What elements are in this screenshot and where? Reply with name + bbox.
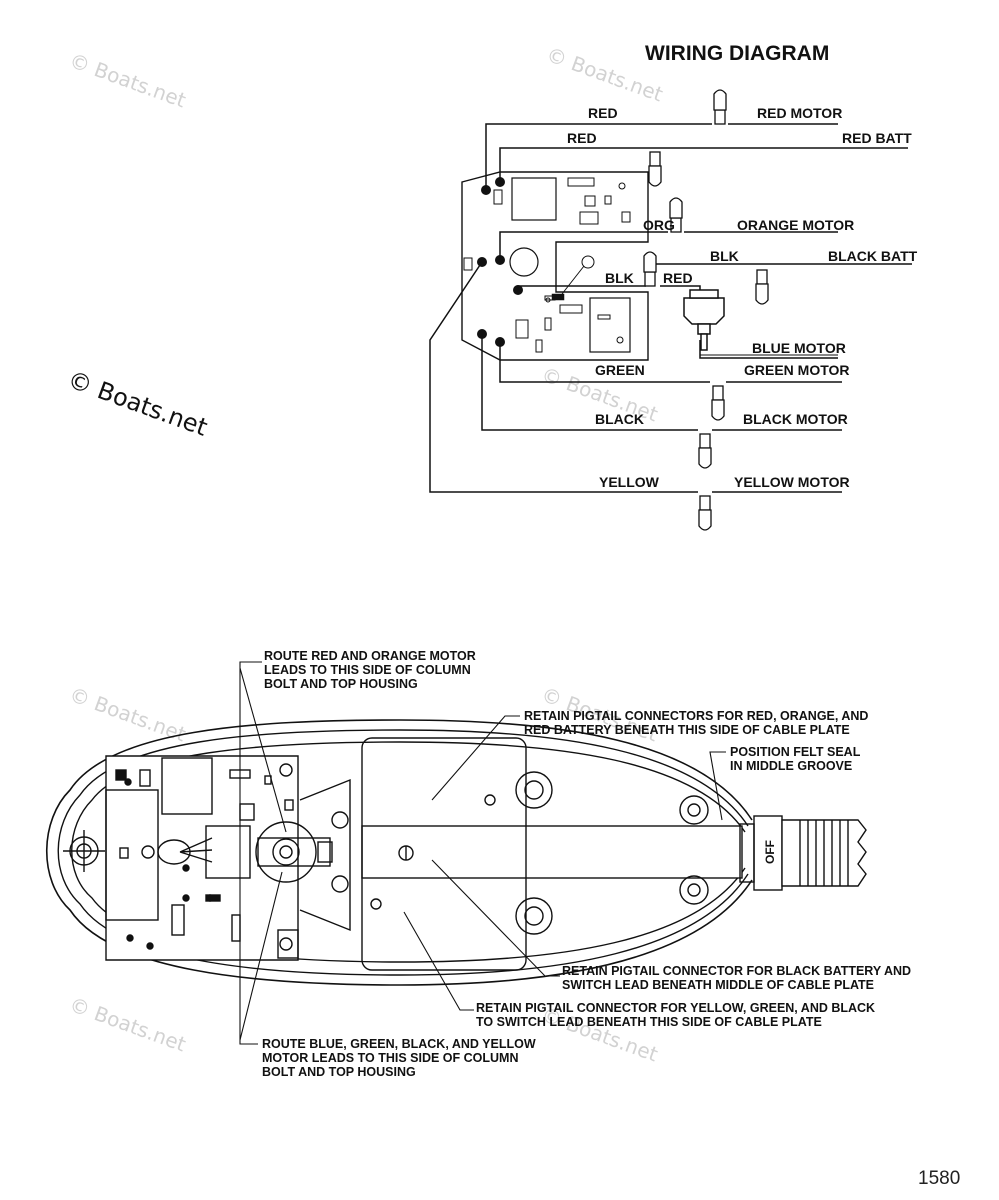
note-retain-yellow-line-2: TO SWITCH LEAD BENEATH THIS SIDE OF CABL… [476, 1015, 822, 1029]
note-retain-black-line-1: RETAIN PIGTAIL CONNECTOR FOR BLACK BATTE… [562, 964, 911, 978]
connector-yellow-motor [698, 495, 712, 531]
connector-red-motor [713, 89, 727, 125]
cable-plate [361, 825, 743, 879]
label-yellow-motor: YELLOW MOTOR [734, 474, 850, 490]
watermark-large: © Boats.net [64, 365, 211, 441]
note-retain-yellow-line-1: RETAIN PIGTAIL CONNECTOR FOR YELLOW, GRE… [476, 1001, 875, 1015]
note-route-blue-line-3: BOLT AND TOP HOUSING [262, 1065, 416, 1079]
label-orange-motor: ORANGE MOTOR [737, 217, 854, 233]
label-blk-upper: BLK [710, 248, 739, 264]
connector-blk-lower [643, 251, 657, 287]
wiring-schematic [429, 123, 912, 493]
connector-black-batt [755, 269, 769, 305]
top-housing-view [46, 719, 867, 986]
label-red-second: RED [567, 130, 597, 146]
diagram-title: WIRING DIAGRAM [645, 42, 829, 65]
leader-lines [239, 661, 726, 1045]
connector-green-motor [711, 385, 725, 421]
label-blue-motor: BLUE MOTOR [752, 340, 846, 356]
housing-control-board [105, 755, 299, 961]
label-red-top: RED [588, 105, 618, 121]
label-blk-lower: BLK [605, 270, 634, 286]
label-black: BLACK [595, 411, 644, 427]
off-switch-label: OFF [763, 840, 777, 864]
note-felt-seal-line-1: POSITION FELT SEAL [730, 745, 861, 759]
note-retain-black-line-2: SWITCH LEAD BENEATH MIDDLE OF CABLE PLAT… [562, 978, 874, 992]
control-board [461, 171, 649, 361]
wire-labels: RED RED MOTOR RED RED BATT ORG ORANGE MO… [567, 105, 918, 490]
note-route-blue-line-2: MOTOR LEADS TO THIS SIDE OF COLUMN [262, 1051, 519, 1065]
label-org: ORG [643, 217, 675, 233]
callout-notes: ROUTE RED AND ORANGE MOTOR LEADS TO THIS… [262, 649, 911, 1079]
label-yellow: YELLOW [599, 474, 660, 490]
connector-black-motor [698, 433, 712, 469]
note-route-red-line-3: BOLT AND TOP HOUSING [264, 677, 418, 691]
label-red-batt: RED BATT [842, 130, 912, 146]
label-green-motor: GREEN MOTOR [744, 362, 850, 378]
watermark-6: © Boats.net [66, 992, 189, 1056]
label-red-motor: RED MOTOR [757, 105, 842, 121]
page-number: 1580 [918, 1168, 960, 1189]
column-bolt [255, 821, 317, 883]
note-retain-red-line-2: RED BATTERY BENEATH THIS SIDE OF CABLE P… [524, 723, 850, 737]
note-route-blue-line-1: ROUTE BLUE, GREEN, BLACK, AND YELLOW [262, 1037, 536, 1051]
watermark-1: © Boats.net [66, 48, 189, 112]
label-green: GREEN [595, 362, 645, 378]
note-retain-red-line-1: RETAIN PIGTAIL CONNECTORS FOR RED, ORANG… [524, 709, 868, 723]
note-route-red-line-2: LEADS TO THIS SIDE OF COLUMN [264, 663, 471, 677]
connector-red-batt [648, 151, 662, 187]
note-route-red-line-1: ROUTE RED AND ORANGE MOTOR [264, 649, 476, 663]
note-felt-seal-line-2: IN MIDDLE GROOVE [730, 759, 852, 773]
housing-outline [46, 719, 753, 986]
label-black-motor: BLACK MOTOR [743, 411, 848, 427]
label-black-batt: BLACK BATT [828, 248, 918, 264]
label-red-lower: RED [663, 270, 693, 286]
